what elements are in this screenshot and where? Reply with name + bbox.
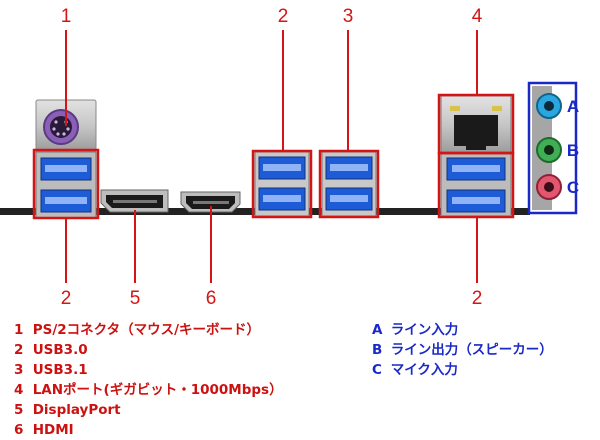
callout-box-audio: [527, 81, 578, 215]
audio-legend: A ライン入力 B ライン出力（スピーカー） C マイク入力: [372, 320, 553, 380]
legend-text: PS/2コネクタ（マウス/キーボード）: [32, 322, 261, 338]
usb30-port-right: [440, 153, 512, 217]
legend-text: USB3.0: [32, 342, 88, 358]
callout-label-2-top: 2: [278, 6, 289, 27]
legend-item-mic-in: C マイク入力: [372, 360, 553, 380]
legend-item-ps2: 1 PS/2コネクタ（マウス/キーボード）: [14, 320, 283, 340]
audio-label-c: C: [567, 178, 579, 197]
legend-text: DisplayPort: [32, 402, 121, 418]
audio-label-a: A: [567, 97, 579, 116]
displayport-port: [100, 189, 169, 213]
legend-num: 3: [14, 362, 24, 378]
legend-item-usb31: 3 USB3.1: [14, 360, 283, 380]
callout-label-6: 6: [206, 288, 217, 309]
legend-letter: C: [372, 362, 382, 378]
legend-item-line-in: A ライン入力: [372, 320, 553, 340]
legend-num: 5: [14, 402, 24, 418]
callout-label-2-left: 2: [61, 288, 72, 309]
callout-label-1: 1: [61, 6, 72, 27]
usb30-port-center: [254, 151, 310, 217]
usb31-port: [321, 151, 377, 217]
hdmi-port: [180, 191, 241, 213]
legend-item-displayport: 5 DisplayPort: [14, 400, 283, 420]
legend-num: 6: [14, 422, 24, 438]
legend-text: マイク入力: [390, 362, 458, 378]
callout-label-4: 4: [472, 6, 483, 27]
legend-text: ライン入力: [390, 322, 459, 338]
usb30-port-left: [35, 151, 97, 219]
legend-item-hdmi: 6 HDMI: [14, 420, 283, 440]
legend-letter: A: [372, 322, 383, 338]
legend-item-usb30: 2 USB3.0: [14, 340, 283, 360]
legend-letter: B: [372, 342, 383, 358]
callout-label-2-right: 2: [472, 288, 483, 309]
legend-item-line-out: B ライン出力（スピーカー）: [372, 340, 553, 360]
callout-label-5: 5: [130, 288, 141, 309]
audio-jacks: [532, 86, 562, 210]
audio-label-b: B: [567, 141, 579, 160]
legend-num: 4: [14, 382, 24, 398]
legend-item-lan: 4 LANポート(ギガビット・1000Mbps）: [14, 380, 283, 400]
legend-num: 1: [14, 322, 24, 338]
legend-text: ライン出力（スピーカー）: [390, 342, 553, 358]
legend-num: 2: [14, 342, 24, 358]
legend-text: USB3.1: [32, 362, 88, 378]
callout-label-3: 3: [343, 6, 354, 27]
legend-text: HDMI: [32, 422, 74, 438]
port-legend: 1 PS/2コネクタ（マウス/キーボード） 2 USB3.0 3 USB3.1 …: [14, 320, 283, 440]
lan-port: [440, 95, 512, 155]
legend-text: LANポート(ギガビット・1000Mbps）: [32, 382, 283, 398]
